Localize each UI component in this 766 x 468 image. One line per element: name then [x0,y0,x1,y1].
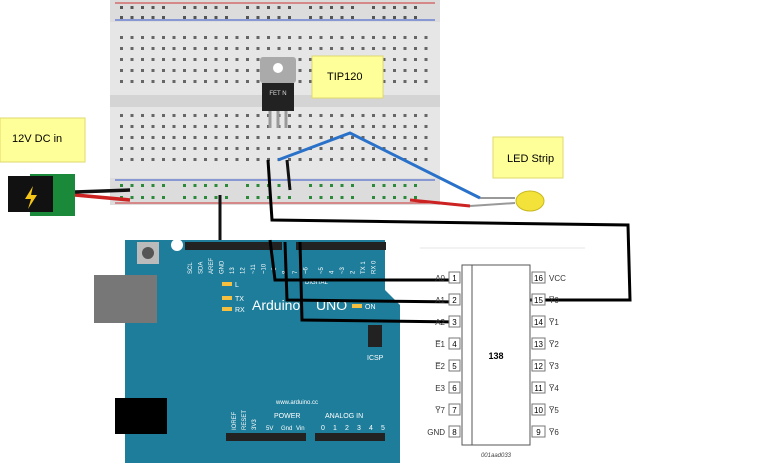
analog-pin-label: 1 [333,425,337,432]
ic-pin-label: Y̅4 [549,384,560,393]
wire-red-led [409,198,471,208]
transistor-marking: FET N [269,91,286,97]
wire-a0-in [268,239,460,282]
ic-pin-label: Y̅7 [435,406,446,415]
wire-black-power [74,188,131,194]
header-pin-label: 13 [230,267,236,274]
tip120-transistor: FET N [260,57,296,128]
analog-pin-label: 3 [357,425,361,432]
ic-pin-label: E̅1 [435,340,446,349]
wire-blue [277,131,481,200]
header-pin-label: RX 0 [372,260,378,274]
ic-pin-label: GND [427,428,445,437]
ic-pin-number: 16 [534,274,543,283]
header-pin-label: ~10 [262,263,268,274]
ic-pin-label: E̅2 [435,362,446,371]
wire-a1-in [283,241,461,304]
ic-pin-label: Y̅5 [549,406,560,415]
ic-74hc138: 138 001aad033 1 A0 2 A1 3 A2 4 E̅1 5 E̅2 6 E3 7 Y̅7 8G… [420,247,585,459]
ic-pin-number: 3 [452,318,457,327]
ic-pin-label: A1 [435,296,445,305]
power-pin-label: 3V3 [252,419,258,430]
ic-pin-label: A0 [435,274,445,283]
header-pin-label: 4 [330,270,336,274]
wire-a2-in [298,241,459,324]
ic-pin-label: Y̅2 [549,340,560,349]
header-pin-label: ~3 [340,266,346,274]
header-pin-label: ~6 [304,266,310,274]
header-pin-label: 2 [351,270,357,274]
lightning-icon [25,186,37,209]
ic-pin-label: E3 [435,384,445,393]
note-12v: 12V DC in [0,117,86,163]
header-pin-label: TX 1 [361,261,367,274]
ic-pin-label: Y̅0 [549,296,560,305]
note-text: 12V DC in [12,133,62,145]
power-label: POWER [274,413,300,420]
header-pin-label: SCL [188,262,194,274]
header-pin-label: SDA [199,262,205,274]
led-label-l: L [235,282,239,289]
analog-pin-label: 4 [369,425,373,432]
note-text: TIP120 [327,71,362,83]
note-led-strip: LED Strip [492,136,564,179]
note-tip120: TIP120 [311,55,384,99]
ic-caption: 001aad033 [481,453,512,459]
ic-pin-number: 10 [534,406,543,415]
power-pin-label: IOREF [232,411,238,430]
header-pin-label: ~5 [319,266,325,274]
analog-pin-label: 5 [381,425,385,432]
ic-pin-number: 5 [452,362,457,371]
ic-name: 138 [488,351,503,361]
power-pin-label: Vin [296,426,305,432]
ic-pin-label: A2 [435,318,445,327]
ic-pin-number: 1 [452,274,457,283]
ic-pin-label: Y̅1 [549,318,560,327]
ic-pin-label: Y̅3 [549,362,560,371]
analog-pin-label: 2 [345,425,349,432]
ic-pin-label: Y̅6 [549,428,560,437]
ic-pin-number: 6 [452,384,457,393]
led-label-tx: TX [235,296,244,303]
header-pin-label: 7 [293,270,299,274]
ic-pin-number: 15 [534,296,543,305]
analog-pin-label: 0 [321,425,325,432]
wire-red-power [74,193,131,202]
wire-black-base [285,159,292,191]
power-pin-label: 5V [266,426,273,432]
dc-power-jack [8,174,75,216]
ic-pin-number: 12 [534,362,543,371]
header-pin-label: 12 [241,267,247,274]
header-pin-label: AREF [209,258,215,274]
ic-pin-number: 7 [452,406,457,415]
ic-pin-number: 4 [452,340,457,349]
header-pin-label: GND [220,260,226,274]
power-pin-label: Gnd [281,426,292,432]
ic-pin-number: 11 [534,384,543,393]
power-pin-label: RESET [242,410,248,430]
ic-pin-number: 8 [452,428,457,437]
icsp-label: ICSP [367,355,384,362]
ic-pin-number: 9 [536,428,541,437]
wire-a0 [266,159,632,302]
ic-pin-number: 14 [534,318,543,327]
ic-pin-label: VCC [549,274,566,283]
led [469,190,545,212]
note-text: LED Strip [507,153,554,165]
on-label: ON [365,304,376,311]
led-label-rx: RX [235,307,245,314]
analog-in-label: ANALOG IN [325,413,363,420]
header-pin-label: ~11 [251,264,257,274]
arduino-url: www.arduino.cc [275,400,318,406]
ic-pin-number: 13 [534,340,543,349]
ic-pin-number: 2 [452,296,457,305]
digital-label: DIGITAL [305,280,329,286]
